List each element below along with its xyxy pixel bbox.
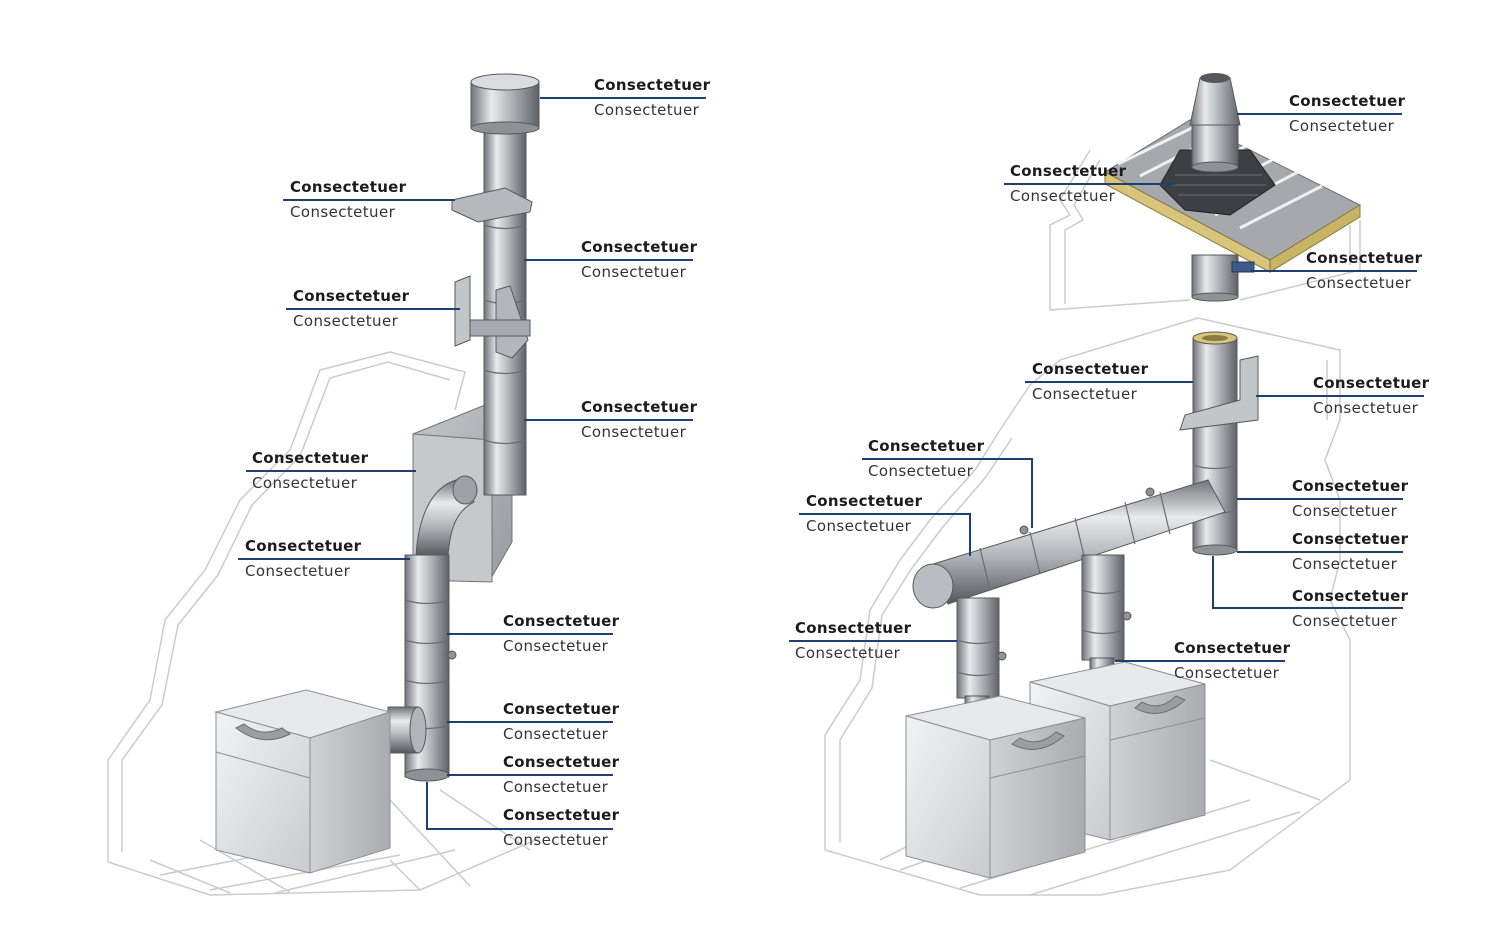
- label-wall-sleeve: Consectetuer Consectetuer: [581, 398, 697, 441]
- label-roof-flashing: Consectetuer Consectetuer: [1010, 162, 1126, 205]
- label-title: Consectetuer: [252, 449, 369, 467]
- label-subtitle: Consectetuer: [503, 831, 609, 849]
- label-condensate: Consectetuer Consectetuer: [503, 753, 619, 796]
- leader-line: [862, 458, 1033, 528]
- right-drop-pipe-b: [1081, 554, 1125, 661]
- label-subtitle: Consectetuer: [581, 423, 687, 441]
- label-column-joint: Consectetuer Consectetuer: [1292, 477, 1408, 520]
- label-title: Consectetuer: [1174, 639, 1291, 657]
- right-drop-pipe-a: [956, 597, 1000, 699]
- leader-line: [799, 513, 971, 556]
- label-roof-support: Consectetuer Consectetuer: [1306, 249, 1422, 292]
- label-title: Consectetuer: [1292, 477, 1409, 495]
- label-title: Consectetuer: [581, 398, 698, 416]
- label-title: Consectetuer: [503, 700, 620, 718]
- label-title: Consectetuer: [503, 753, 620, 771]
- right-boiler-a: [905, 695, 1086, 879]
- label-boiler-adapter: Consectetuer Consectetuer: [1174, 639, 1290, 682]
- label-title: Consectetuer: [1292, 530, 1409, 548]
- label-subtitle: Consectetuer: [806, 517, 912, 535]
- right-wall-bracket: [1179, 355, 1259, 431]
- label-wall-bracket: Consectetuer Consectetuer: [293, 287, 409, 330]
- label-drain: Consectetuer Consectetuer: [503, 806, 619, 849]
- roof-flashing: [1159, 149, 1276, 216]
- label-title: Consectetuer: [1289, 92, 1406, 110]
- label-collector: Consectetuer Consectetuer: [806, 492, 922, 535]
- label-subtitle: Consectetuer: [293, 312, 399, 330]
- label-title: Consectetuer: [1292, 587, 1409, 605]
- label-subtitle: Consectetuer: [1313, 399, 1419, 417]
- left-roof-bracket: [451, 187, 533, 223]
- label-title: Consectetuer: [503, 806, 620, 824]
- label-title: Consectetuer: [245, 537, 362, 555]
- label-column-tee: Consectetuer Consectetuer: [1292, 530, 1408, 573]
- right-roof-pipe: [1191, 254, 1239, 298]
- label-title: Consectetuer: [594, 76, 711, 94]
- label-title: Consectetuer: [293, 287, 410, 305]
- label-subtitle: Consectetuer: [503, 637, 609, 655]
- label-title: Consectetuer: [795, 619, 912, 637]
- label-subtitle: Consectetuer: [1292, 612, 1398, 630]
- label-subtitle: Consectetuer: [581, 263, 687, 281]
- left-boiler: [214, 689, 392, 874]
- label-wall-plate: Consectetuer Consectetuer: [252, 449, 368, 492]
- label-title: Consectetuer: [806, 492, 923, 510]
- label-title: Consectetuer: [868, 437, 985, 455]
- label-subtitle: Consectetuer: [1292, 555, 1398, 573]
- label-subtitle: Consectetuer: [1306, 274, 1412, 292]
- label-column-drain: Consectetuer Consectetuer: [1292, 587, 1408, 630]
- label-subtitle: Consectetuer: [290, 203, 396, 221]
- label-vertical-pipe: Consectetuer Consectetuer: [503, 612, 619, 655]
- left-wall-bracket-a: [454, 275, 471, 347]
- label-title: Consectetuer: [1306, 249, 1423, 267]
- label-wall-bracket-right: Consectetuer Consectetuer: [1313, 374, 1429, 417]
- right-cone-terminal: [1189, 77, 1241, 126]
- label-title: Consectetuer: [503, 612, 620, 630]
- label-subtitle: Consectetuer: [245, 562, 351, 580]
- label-drop-pipe: Consectetuer Consectetuer: [795, 619, 911, 662]
- label-collector-port: Consectetuer Consectetuer: [868, 437, 984, 480]
- label-subtitle: Consectetuer: [252, 474, 358, 492]
- label-title: Consectetuer: [1010, 162, 1127, 180]
- label-subtitle: Consectetuer: [795, 644, 901, 662]
- label-cone-terminal: Consectetuer Consectetuer: [1289, 92, 1405, 135]
- label-subtitle: Consectetuer: [1289, 117, 1395, 135]
- label-flue-pipe: Consectetuer Consectetuer: [581, 238, 697, 281]
- label-subtitle: Consectetuer: [1010, 187, 1116, 205]
- label-subtitle: Consectetuer: [503, 725, 609, 743]
- label-subtitle: Consectetuer: [594, 101, 700, 119]
- leader-line: [426, 782, 613, 830]
- label-title: Consectetuer: [290, 178, 407, 196]
- label-subtitle: Consectetuer: [1292, 502, 1398, 520]
- leader-lines: [238, 97, 1424, 830]
- label-title: Consectetuer: [581, 238, 698, 256]
- label-subtitle: Consectetuer: [868, 462, 974, 480]
- label-title: Consectetuer: [1313, 374, 1430, 392]
- label-subtitle: Consectetuer: [1032, 385, 1138, 403]
- label-column-top: Consectetuer Consectetuer: [1032, 360, 1148, 403]
- label-title: Consectetuer: [1032, 360, 1149, 378]
- label-tee: Consectetuer Consectetuer: [503, 700, 619, 743]
- label-elbow: Consectetuer Consectetuer: [245, 537, 361, 580]
- label-subtitle: Consectetuer: [1174, 664, 1280, 682]
- label-subtitle: Consectetuer: [503, 778, 609, 796]
- right-horizontal-collector: [929, 479, 1226, 605]
- label-rain-cap: Consectetuer Consectetuer: [594, 76, 710, 119]
- label-roof-bracket: Consectetuer Consectetuer: [290, 178, 406, 221]
- leader-line: [1212, 556, 1403, 609]
